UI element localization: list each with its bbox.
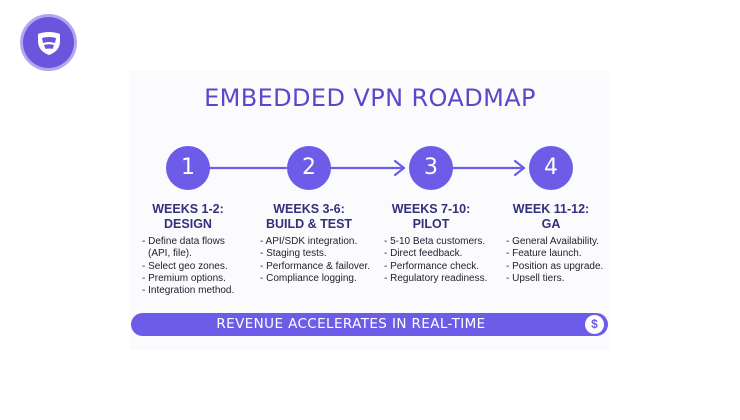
- vpn-shield-logo-icon: [23, 17, 74, 68]
- step-heading-2: WEEKS 3-6: BUILD & TEST: [239, 202, 379, 232]
- dollar-icon: $: [585, 315, 604, 334]
- revenue-banner-text: REVENUE ACCELERATES IN REAL-TIME: [216, 316, 486, 332]
- list-item: - Define data flows: [142, 236, 225, 247]
- step-heading-4-line2: GA: [541, 217, 561, 231]
- list-item: - 5-10 Beta customers.: [384, 236, 486, 247]
- list-item: - Premium options.: [142, 272, 226, 284]
- step-heading-1-line2: DESIGN: [164, 217, 212, 231]
- step-heading-3-line1: WEEKS 7-10:: [391, 202, 471, 216]
- step-heading-3-line2: PILOT: [412, 217, 450, 231]
- page-title: EMBEDDED VPN ROADMAP: [204, 84, 536, 112]
- list-item: - Compliance logging.: [260, 272, 357, 284]
- step-heading-1: WEEKS 1-2: DESIGN: [118, 202, 258, 232]
- step-items-1: - Define data flows (API, file). - Selec…: [142, 236, 234, 297]
- list-item: - API/SDK integration.: [260, 236, 358, 247]
- list-item: - Feature launch.: [506, 248, 582, 260]
- roadmap-card: [130, 70, 610, 350]
- list-item: - Staging tests.: [260, 248, 327, 260]
- step-number-3: 3: [424, 155, 438, 180]
- step-number-1: 1: [181, 155, 195, 180]
- step-heading-3: WEEKS 7-10: PILOT: [361, 202, 501, 232]
- step-heading-4-line1: WEEK 11-12:: [512, 202, 590, 216]
- list-item: - Integration method.: [142, 285, 235, 297]
- list-item: - General Availability.: [506, 236, 600, 247]
- step-items-2: - API/SDK integration. - Staging tests. …: [260, 236, 370, 285]
- list-item: - Performance check.: [384, 260, 480, 272]
- list-item: - Position as upgrade.: [506, 260, 604, 272]
- step-heading-4: WEEK 11-12: GA: [481, 202, 621, 232]
- step-heading-2-line1: WEEKS 3-6:: [273, 202, 345, 216]
- list-item: - Performance & failover.: [260, 260, 371, 272]
- list-item: - Select geo zones.: [142, 260, 228, 272]
- list-item: - Direct feedback.: [384, 248, 463, 260]
- list-item: - Regulatory readiness.: [384, 272, 488, 284]
- step-number-4: 4: [544, 155, 558, 180]
- step-heading-1-line1: WEEKS 1-2:: [152, 202, 224, 216]
- step-number-2: 2: [302, 155, 316, 180]
- revenue-banner: REVENUE ACCELERATES IN REAL-TIME $: [131, 313, 608, 336]
- step-heading-2-line2: BUILD & TEST: [265, 217, 353, 231]
- list-item: (API, file).: [148, 248, 192, 260]
- step-items-4: - General Availability. - Feature launch…: [506, 236, 603, 285]
- list-item: - Upsell tiers.: [506, 272, 565, 284]
- step-items-3: - 5-10 Beta customers. - Direct feedback…: [384, 236, 487, 285]
